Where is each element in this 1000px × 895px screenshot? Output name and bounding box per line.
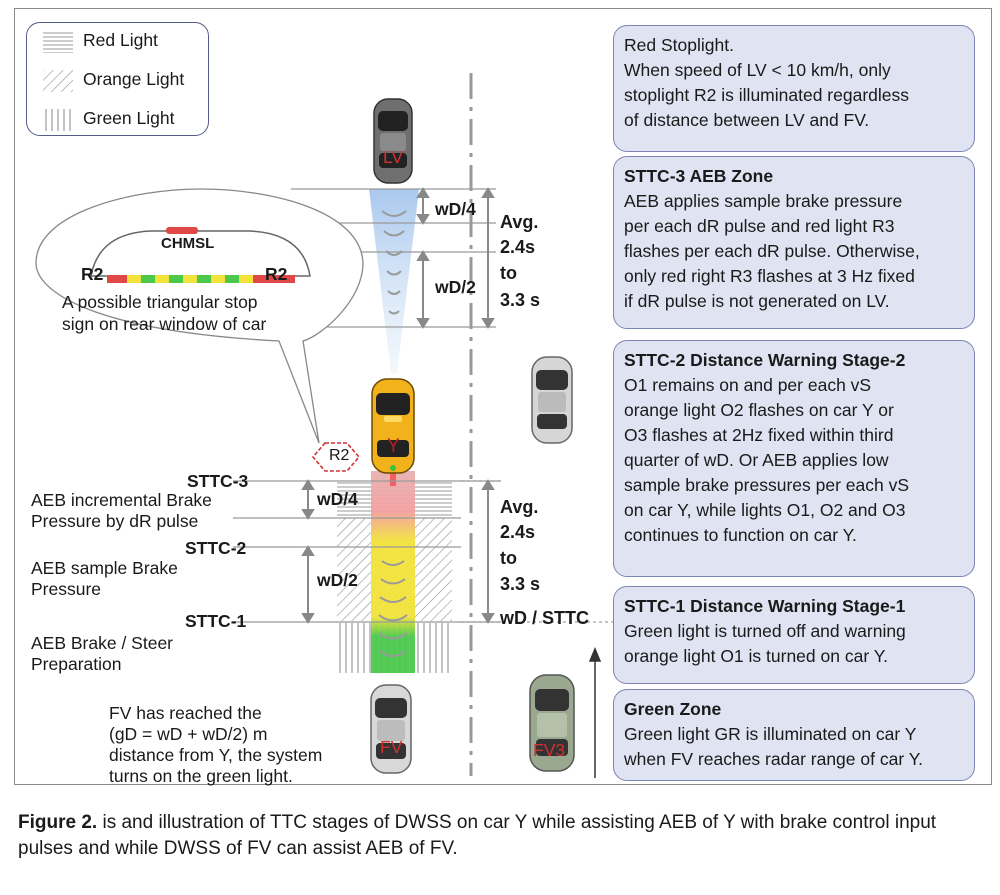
- box-sttc1-line1: Green light is turned off and warning: [624, 621, 906, 642]
- car-fv3-label: FV3: [533, 740, 566, 760]
- lower-avg-1: Avg.: [500, 497, 539, 517]
- box-red-stoplight-line3: stoplight R2 is illuminated regardless: [624, 85, 909, 106]
- fv-note-line2: (gD = wD + wD/2) m: [109, 724, 268, 744]
- fv-note-line1: FV has reached the: [109, 703, 262, 723]
- callout-line2: sign on rear window of car: [62, 314, 267, 334]
- box-green-line1: Green light GR is illuminated on car Y: [624, 724, 917, 745]
- box-green-title: Green Zone: [624, 699, 722, 719]
- box-sttc1-warning: STTC-1 Distance Warning Stage-1 Green li…: [613, 586, 975, 684]
- box-sttc3-title: STTC-3 AEB Zone: [624, 166, 774, 186]
- upper-avg-1: Avg.: [500, 212, 539, 232]
- diagram-canvas: [35, 73, 613, 778]
- box-sttc3-line3: flashes per each dR pulse. Otherwise,: [624, 241, 920, 262]
- stage-sttc1-desc2: Preparation: [31, 654, 122, 674]
- lower-avg-4: 3.3 s: [500, 574, 541, 594]
- callout-line1: A possible triangular stop: [62, 292, 258, 312]
- box-sttc3-line2: per each dR pulse and red light R3: [624, 216, 895, 237]
- box-green-zone: Green Zone Green light GR is illuminated…: [613, 689, 975, 781]
- stage-sttc2-desc2: Pressure: [31, 579, 102, 599]
- y-radar-beam: [371, 471, 415, 673]
- r2-left-label: R2: [81, 264, 104, 284]
- r2-light-bar: [107, 275, 295, 283]
- r2-hexagon-icon: [311, 442, 361, 472]
- up-arrow: [588, 647, 602, 778]
- figure-caption: Figure 2. is and illustration of TTC sta…: [18, 810, 978, 861]
- car-y-label: Y: [387, 436, 400, 457]
- orange-hatch-swatch-icon: [43, 70, 73, 92]
- box-sttc2-line6: on car Y, while lights O1, O2 and O3: [624, 500, 906, 521]
- upper-avg-4: 3.3 s: [500, 290, 541, 310]
- box-sttc1-line2: orange light O1 is turned on car Y.: [624, 646, 888, 667]
- upper-avg-2: 2.4s: [500, 237, 536, 257]
- lower-wd4-label: wD/4: [317, 489, 358, 509]
- box-sttc2-line4: quarter of wD. Or AEB applies low: [624, 450, 889, 471]
- lower-wd-sttc: wD / STTC: [500, 608, 589, 628]
- legend-label-green: Green Light: [83, 108, 175, 128]
- stage-sttc3-label: STTC-3: [187, 471, 249, 491]
- car-fv-label: FV: [380, 737, 403, 757]
- stage-sttc2-desc1: AEB sample Brake: [31, 558, 178, 578]
- box-sttc2-title: STTC-2 Distance Warning Stage-2: [624, 350, 906, 370]
- car-fv3-icon: [529, 674, 575, 772]
- lv-radar-cone: [369, 189, 419, 373]
- box-sttc2-warning: STTC-2 Distance Warning Stage-2 O1 remai…: [613, 340, 975, 577]
- box-sttc2-line1: O1 remains on and per each vS: [624, 375, 872, 396]
- chmsl-label: CHMSL: [161, 235, 215, 252]
- legend-label-orange: Orange Light: [83, 69, 185, 89]
- upper-avg-3: to: [500, 263, 517, 283]
- fv-note-line4: turns on the green light.: [109, 766, 293, 786]
- caption-label: Figure 2.: [18, 812, 98, 833]
- car-lv-icon: [373, 98, 413, 184]
- stage-sttc3-desc1: AEB incremental Brake: [31, 490, 212, 510]
- legend-label-red: Red Light: [83, 30, 158, 50]
- r2-right-label: R2: [265, 264, 288, 284]
- box-sttc1-title: STTC-1 Distance Warning Stage-1: [624, 596, 906, 616]
- car-lv-label: LV: [383, 147, 404, 167]
- car-right-icon: [531, 356, 573, 444]
- rear-window-shape: [90, 230, 311, 277]
- box-sttc2-line3: O3 flashes at 2Hz fixed within third: [624, 425, 894, 446]
- box-sttc2-line2: orange light O2 flashes on car Y or: [624, 400, 894, 421]
- r2-hexagon-label: R2: [329, 447, 350, 464]
- upper-dim-arrows: [416, 187, 495, 329]
- box-red-stoplight: Red Stoplight. When speed of LV < 10 km/…: [613, 25, 975, 152]
- lower-wd2-label: wD/2: [317, 570, 358, 590]
- red-hatch-swatch-icon: [43, 31, 73, 53]
- box-red-stoplight-line2: When speed of LV < 10 km/h, only: [624, 60, 891, 81]
- lower-zone-lines: [233, 480, 501, 623]
- box-sttc3-line1: AEB applies sample brake pressure: [624, 191, 903, 212]
- stage-sttc1-desc1: AEB Brake / Steer: [31, 633, 174, 653]
- upper-wd2-label: wD/2: [435, 277, 476, 297]
- car-y-icon: [371, 378, 415, 474]
- box-red-stoplight-line4: of distance between LV and FV.: [624, 110, 870, 131]
- figure-frame: Red Light Orange Light Green Light LV Y …: [14, 8, 992, 786]
- fv-note-line3: distance from Y, the system: [109, 745, 323, 765]
- box-sttc3-aeb-zone: STTC-3 AEB Zone AEB applies sample brake…: [613, 156, 975, 329]
- upper-wd4-label: wD/4: [435, 199, 476, 219]
- box-sttc3-line4: only red right R3 flashes at 3 Hz fixed: [624, 266, 915, 287]
- box-red-stoplight-line1: Red Stoplight.: [624, 35, 734, 55]
- stage-sttc1-label: STTC-1: [185, 611, 247, 631]
- box-green-line2: when FV reaches radar range of car Y.: [624, 749, 923, 770]
- lower-avg-2: 2.4s: [500, 522, 536, 542]
- lower-avg-3: to: [500, 548, 517, 568]
- stage-sttc2-label: STTC-2: [185, 538, 247, 558]
- y-radar-waves: [378, 560, 408, 657]
- chmsl-light: [166, 227, 198, 234]
- green-hatch-swatch-icon: [43, 109, 73, 131]
- box-sttc2-line5: sample brake pressures per each vS: [624, 475, 909, 496]
- car-fv-icon: [370, 684, 412, 774]
- callout-bubble: [35, 188, 364, 444]
- stage-sttc3-desc2: Pressure by dR pulse: [31, 511, 199, 531]
- lower-dim-arrows: [301, 479, 495, 624]
- caption-text: is and illustration of TTC stages of DWS…: [18, 812, 937, 859]
- legend: Red Light Orange Light Green Light: [26, 22, 209, 136]
- box-sttc3-line5: if dR pulse is not generated on LV.: [624, 291, 890, 312]
- box-sttc2-line7: continues to function on car Y.: [624, 525, 857, 546]
